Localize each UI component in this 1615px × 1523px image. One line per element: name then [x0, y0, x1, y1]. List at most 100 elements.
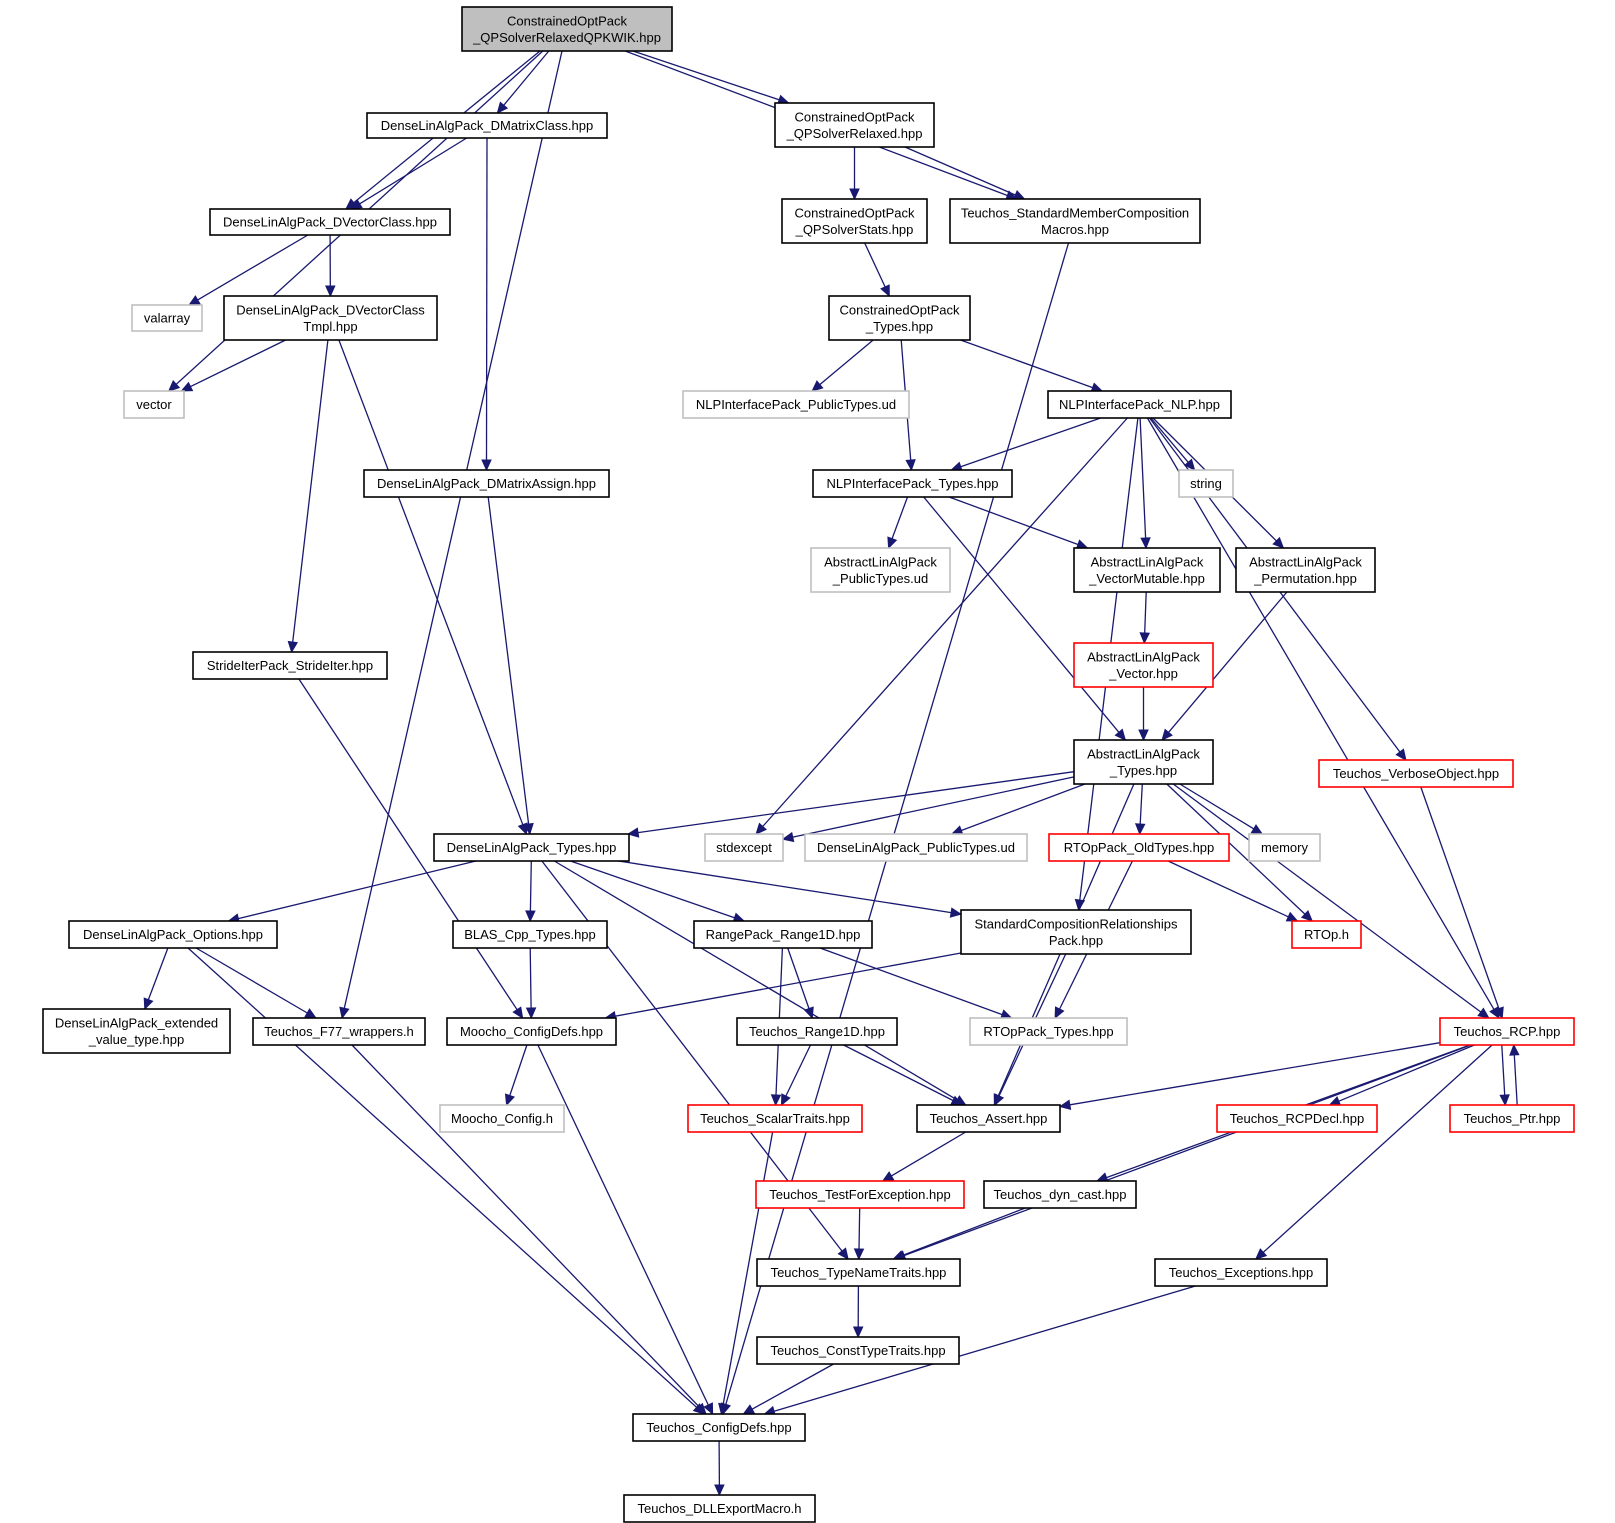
node-typenametraits[interactable]: Teuchos_TypeNameTraits.hpp [756, 1258, 961, 1287]
node-rtoptypes[interactable]: RTOpPack_Types.hpp [969, 1017, 1128, 1046]
edge-testforexc-to-typenametraits [853, 1207, 865, 1261]
node-dlatypes[interactable]: DenseLinAlgPack_Types.hpp [433, 833, 630, 862]
node-box [252, 1017, 426, 1046]
node-label-line: _value_type.hpp [88, 1032, 184, 1047]
node-alavector[interactable]: AbstractLinAlgPack_Vector.hpp [1073, 642, 1214, 688]
node-exceptions[interactable]: Teuchos_Exceptions.hpp [1154, 1258, 1328, 1287]
edge-alatypes-to-dlapubtypes [950, 783, 1086, 836]
node-dllexport[interactable]: Teuchos_DLLExportMacro.h [623, 1494, 816, 1523]
node-box [446, 1017, 617, 1046]
node-box [366, 112, 608, 139]
node-dmatrixassign[interactable]: DenseLinAlgPack_DMatrixAssign.hpp [363, 469, 610, 498]
node-box [983, 1180, 1137, 1209]
node-label-line: DenseLinAlgPack_DVectorClass.hpp [223, 215, 437, 230]
node-dmatrixclass[interactable]: DenseLinAlgPack_DMatrixClass.hpp [366, 112, 608, 139]
node-label-line: AbstractLinAlgPack [1091, 554, 1204, 569]
node-alapubtypes[interactable]: AbstractLinAlgPack_PublicTypes.ud [810, 547, 951, 593]
edge-arrowhead [143, 997, 154, 1011]
node-dlapubtypes[interactable]: DenseLinAlgPack_PublicTypes.ud [804, 833, 1028, 862]
node-consttypetraits[interactable]: Teuchos_ConstTypeTraits.hpp [756, 1336, 960, 1365]
edge-line [487, 496, 530, 825]
edge-arrowhead [880, 284, 890, 298]
node-memory[interactable]: memory [1248, 833, 1321, 862]
edge-arrowhead [525, 1007, 537, 1020]
node-ptr[interactable]: Teuchos_Ptr.hpp [1449, 1104, 1575, 1133]
edge-line [891, 1131, 967, 1177]
node-box [1248, 833, 1321, 862]
node-stdmembercomp[interactable]: Teuchos_StandardMemberCompositionMacros.… [949, 198, 1201, 244]
node-vector[interactable]: vector [123, 390, 185, 419]
edge-line [1146, 417, 1495, 1010]
edge-line [792, 776, 1075, 838]
node-options[interactable]: DenseLinAlgPack_Options.hpp [68, 920, 278, 949]
node-alatypes[interactable]: AbstractLinAlgPack_Types.hpp [1073, 739, 1214, 785]
edge-options-to-extvalue [143, 947, 169, 1011]
node-strideiter[interactable]: StrideIterPack_StrideIter.hpp [192, 651, 388, 680]
edge-line [864, 242, 886, 288]
edge-line [1166, 783, 1306, 915]
node-extvalue[interactable]: DenseLinAlgPack_extended_value_type.hpp [42, 1008, 231, 1054]
node-box [1178, 469, 1234, 498]
node-box [68, 920, 278, 949]
edge-qpsolverrelaxed-to-stdmembercomp [904, 146, 1026, 200]
node-scalartraits[interactable]: Teuchos_ScalarTraits.hpp [687, 1104, 863, 1133]
edge-line [509, 1044, 528, 1096]
node-qpsolverrelaxed[interactable]: ConstrainedOptPack_QPSolverRelaxed.hpp [774, 102, 935, 148]
node-verboseobj[interactable]: Teuchos_VerboseObject.hpp [1318, 759, 1514, 788]
edge-line [819, 947, 1003, 1016]
node-label-line: StandardCompositionRelationships [974, 916, 1178, 931]
node-mochoconfig[interactable]: Moocho_Config.h [439, 1104, 565, 1133]
edge-line [618, 860, 952, 914]
node-box [1439, 1017, 1575, 1046]
node-testforexc[interactable]: Teuchos_TestForException.hpp [755, 1180, 965, 1209]
node-box [693, 920, 873, 949]
node-rcp[interactable]: Teuchos_RCP.hpp [1439, 1017, 1575, 1046]
node-rcpdecl[interactable]: Teuchos_RCPDecl.hpp [1216, 1104, 1378, 1133]
node-root[interactable]: ConstrainedOptPack_QPSolverRelaxedQPKWIK… [461, 6, 673, 52]
node-box [632, 1413, 806, 1442]
node-rtopoldtypes[interactable]: RTOpPack_OldTypes.hpp [1048, 833, 1230, 862]
node-label-line: Tmpl.hpp [303, 319, 357, 334]
edge-line [187, 947, 698, 1408]
edge-arrowhead [287, 640, 299, 654]
node-range1d[interactable]: RangePack_Range1D.hpp [693, 920, 873, 949]
node-nlppubtypes[interactable]: NLPInterfacePack_PublicTypes.ud [682, 390, 910, 419]
node-valarray[interactable]: valarray [131, 304, 203, 332]
node-rtoph[interactable]: RTOp.h [1291, 920, 1362, 949]
node-nlp[interactable]: NLPInterfacePack_NLP.hpp [1047, 390, 1232, 419]
node-vectormutable[interactable]: AbstractLinAlgPack_VectorMutable.hpp [1073, 547, 1221, 593]
node-nlptypes[interactable]: NLPInterfacePack_Types.hpp [812, 469, 1013, 498]
node-dyncast[interactable]: Teuchos_dyn_cast.hpp [983, 1180, 1137, 1209]
node-label-line: Teuchos_Ptr.hpp [1464, 1111, 1561, 1126]
node-label-line: _Permutation.hpp [1253, 571, 1357, 586]
node-stdexcept[interactable]: stdexcept [704, 833, 784, 862]
node-label-line: vector [136, 397, 172, 412]
node-configdefs[interactable]: Teuchos_ConfigDefs.hpp [632, 1413, 806, 1442]
edge-line [351, 1044, 700, 1408]
node-blastypes[interactable]: BLAS_Cpp_Types.hpp [452, 920, 608, 949]
edge-typenametraits-to-consttypetraits [852, 1285, 864, 1339]
node-copttypes[interactable]: ConstrainedOptPack_Types.hpp [828, 295, 971, 341]
node-mochoconfigdefs[interactable]: Moocho_ConfigDefs.hpp [446, 1017, 617, 1046]
node-string[interactable]: string [1178, 469, 1234, 498]
node-label-line: DenseLinAlgPack_PublicTypes.ud [817, 840, 1015, 855]
node-assert[interactable]: Teuchos_Assert.hpp [916, 1104, 1061, 1133]
node-box [781, 198, 928, 244]
node-label-line: Teuchos_RCPDecl.hpp [1230, 1111, 1364, 1126]
node-trange1d[interactable]: Teuchos_Range1D.hpp [736, 1017, 898, 1046]
node-permutation[interactable]: AbstractLinAlgPack_Permutation.hpp [1235, 547, 1376, 593]
edge-arrowhead [1509, 1043, 1520, 1056]
edge-alatypes-to-stdexcept [781, 776, 1075, 843]
node-dvectorclass[interactable]: DenseLinAlgPack_DVectorClass.hpp [209, 208, 451, 236]
edge-arrowhead [853, 1248, 865, 1261]
edge-arrowhead [626, 827, 640, 838]
edge-line [485, 137, 488, 461]
node-f77wrappers[interactable]: Teuchos_F77_wrappers.h [252, 1017, 426, 1046]
edge-arrowhead [1499, 1094, 1510, 1107]
node-box [433, 833, 630, 862]
node-qpsolverstats[interactable]: ConstrainedOptPack_QPSolverStats.hpp [781, 198, 928, 244]
edge-dlatypes-to-blastypes [525, 860, 536, 923]
